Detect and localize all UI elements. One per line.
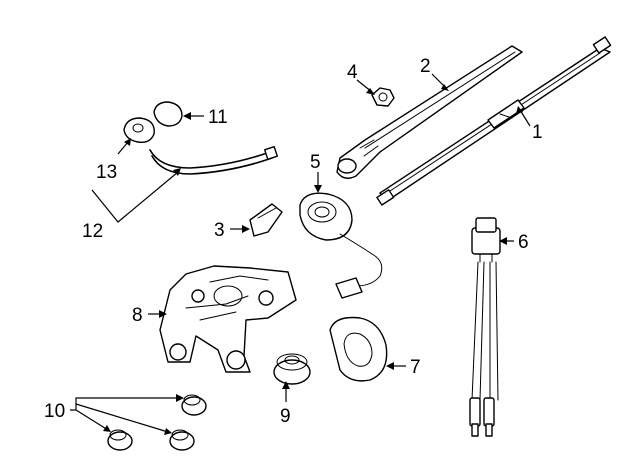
callout-13: 13 — [96, 162, 117, 183]
bushing-a — [181, 394, 207, 416]
bushing-b — [107, 429, 133, 451]
callout-labels: 1 2 3 4 5 6 7 8 9 10 11 12 13 — [44, 56, 543, 427]
nozzle-cap — [153, 101, 183, 127]
callout-5: 5 — [310, 152, 321, 173]
washer-nozzle — [469, 217, 501, 437]
callout-4: 4 — [347, 62, 358, 83]
callout-6: 6 — [518, 232, 529, 253]
wiper-motor — [159, 265, 297, 373]
callout-8: 8 — [132, 305, 143, 326]
arm-cap — [249, 203, 283, 237]
leader-lines — [70, 73, 531, 435]
callout-12: 12 — [82, 221, 103, 242]
bushing-c — [169, 429, 195, 451]
seal-plate — [329, 316, 388, 382]
washer-hose — [149, 145, 279, 175]
callout-11: 11 — [208, 107, 228, 128]
wiper-blade — [376, 36, 612, 206]
callout-2: 2 — [420, 56, 431, 77]
callout-1: 1 — [532, 122, 543, 143]
callout-3: 3 — [214, 220, 225, 241]
nut — [371, 87, 395, 107]
bushings — [107, 394, 207, 451]
grommet — [273, 353, 311, 385]
callout-10: 10 — [44, 401, 65, 422]
callout-7: 7 — [410, 357, 421, 378]
wiper-arm — [336, 45, 523, 179]
washer-jet — [123, 117, 155, 144]
callout-9: 9 — [280, 406, 291, 427]
shaft-seal — [299, 192, 383, 299]
